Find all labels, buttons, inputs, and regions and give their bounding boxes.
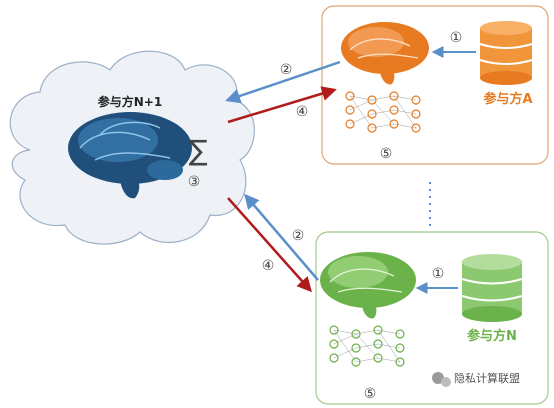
watermark-text: 隐私计算联盟 xyxy=(454,371,520,385)
party-n-step-1-label: ① xyxy=(432,266,445,282)
aggregation-sigma-icon: ∑ xyxy=(189,134,208,167)
step-3-label: ③ xyxy=(188,174,201,190)
upload-arrow-party-n xyxy=(244,193,319,281)
party-n-neural-net-icon xyxy=(329,325,405,367)
party-n-step-4-label: ④ xyxy=(262,258,275,274)
upload-arrow-party-a xyxy=(225,60,341,104)
party-n-brain-icon xyxy=(320,252,416,319)
party-a-database-icon xyxy=(479,21,533,85)
party-a-brain-icon xyxy=(341,22,429,85)
party-a-step-1-label: ① xyxy=(450,30,463,46)
party-n-database-icon xyxy=(461,254,523,322)
party-n-step-2-label: ② xyxy=(292,228,305,244)
party-a-step-2-label: ② xyxy=(280,62,293,78)
download-arrow-party-n xyxy=(227,197,312,293)
party-n-step-5-label: ⑤ xyxy=(364,386,377,402)
party-a-step-5-label: ⑤ xyxy=(380,146,393,162)
party-a-step-4-label: ④ xyxy=(296,104,309,120)
party-a-neural-net-icon xyxy=(345,91,421,133)
party-n-label: 参与方N xyxy=(467,328,517,344)
server-label: 参与方N+1 xyxy=(98,94,162,109)
party-a-label: 参与方A xyxy=(483,91,532,107)
wechat-icon xyxy=(432,372,451,387)
download-arrow-party-a xyxy=(227,86,337,124)
server-brain-icon xyxy=(68,112,192,199)
